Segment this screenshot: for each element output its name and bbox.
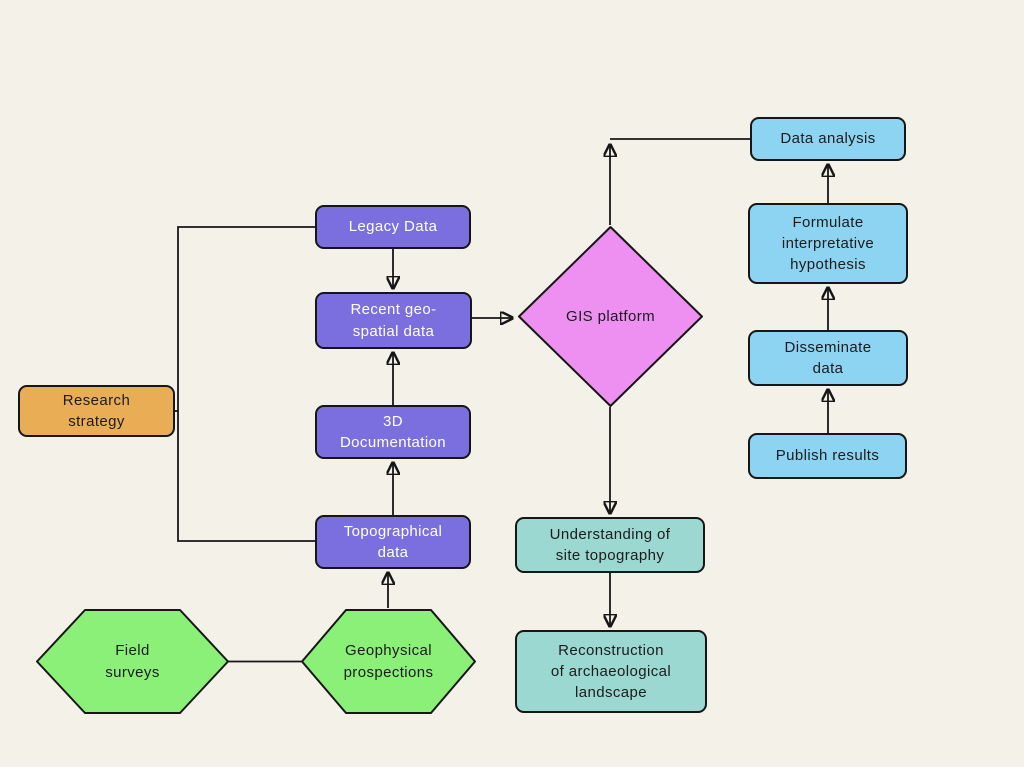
node-legacy-data: Legacy Data — [315, 205, 471, 249]
gis-diamond-polygon — [518, 226, 703, 407]
node-formulate-hypothesis: Formulate interpretative hypothesis — [748, 203, 908, 284]
node-legacy-data-label: Legacy Data — [348, 218, 438, 236]
edge-research-branch — [177, 226, 315, 542]
node-disseminate-data: Disseminate data — [748, 330, 908, 386]
node-disseminate-data-label: Disseminate data — [784, 338, 872, 377]
node-3d-documentation: 3D Documentation — [315, 405, 471, 459]
node-understanding-site-topography-label: Understanding of site topography — [549, 525, 671, 564]
node-research-strategy: Research strategy — [18, 385, 175, 437]
node-publish-results: Publish results — [748, 433, 907, 479]
node-reconstruction-landscape: Reconstruction of archaeological landsca… — [515, 630, 707, 713]
node-field-surveys: Field surveys — [35, 608, 230, 715]
node-publish-results-label: Publish results — [775, 447, 880, 465]
geophysical-hexagon-shape — [301, 609, 476, 714]
node-topographical-data-label: Topographical data — [343, 522, 443, 561]
node-recent-geospatial-data: Recent geo- spatial data — [315, 292, 472, 349]
node-geophysical-prospections: Geophysical prospections — [300, 608, 477, 715]
node-field-surveys-label: Field surveys — [105, 642, 160, 681]
field-surveys-hexagon-shape — [36, 609, 229, 714]
node-reconstruction-landscape-label: Reconstruction of archaeological landsca… — [550, 641, 672, 702]
node-data-analysis-label: Data analysis — [780, 130, 876, 148]
node-recent-geospatial-data-label: Recent geo- spatial data — [350, 301, 437, 340]
node-3d-documentation-label: 3D Documentation — [339, 412, 447, 451]
field-surveys-hexagon-polygon — [36, 609, 229, 714]
node-geophysical-prospections-label: Geophysical prospections — [343, 642, 434, 681]
node-data-analysis: Data analysis — [750, 117, 906, 161]
gis-diamond-shape — [518, 226, 703, 407]
node-formulate-hypothesis-label: Formulate interpretative hypothesis — [781, 213, 875, 274]
geophysical-hexagon-polygon — [301, 609, 476, 714]
node-gis-platform-label: GIS platform — [566, 307, 655, 325]
node-gis-platform: GIS platform — [517, 225, 704, 408]
node-understanding-site-topography: Understanding of site topography — [515, 517, 705, 573]
node-research-strategy-label: Research strategy — [62, 391, 131, 430]
node-topographical-data: Topographical data — [315, 515, 471, 569]
